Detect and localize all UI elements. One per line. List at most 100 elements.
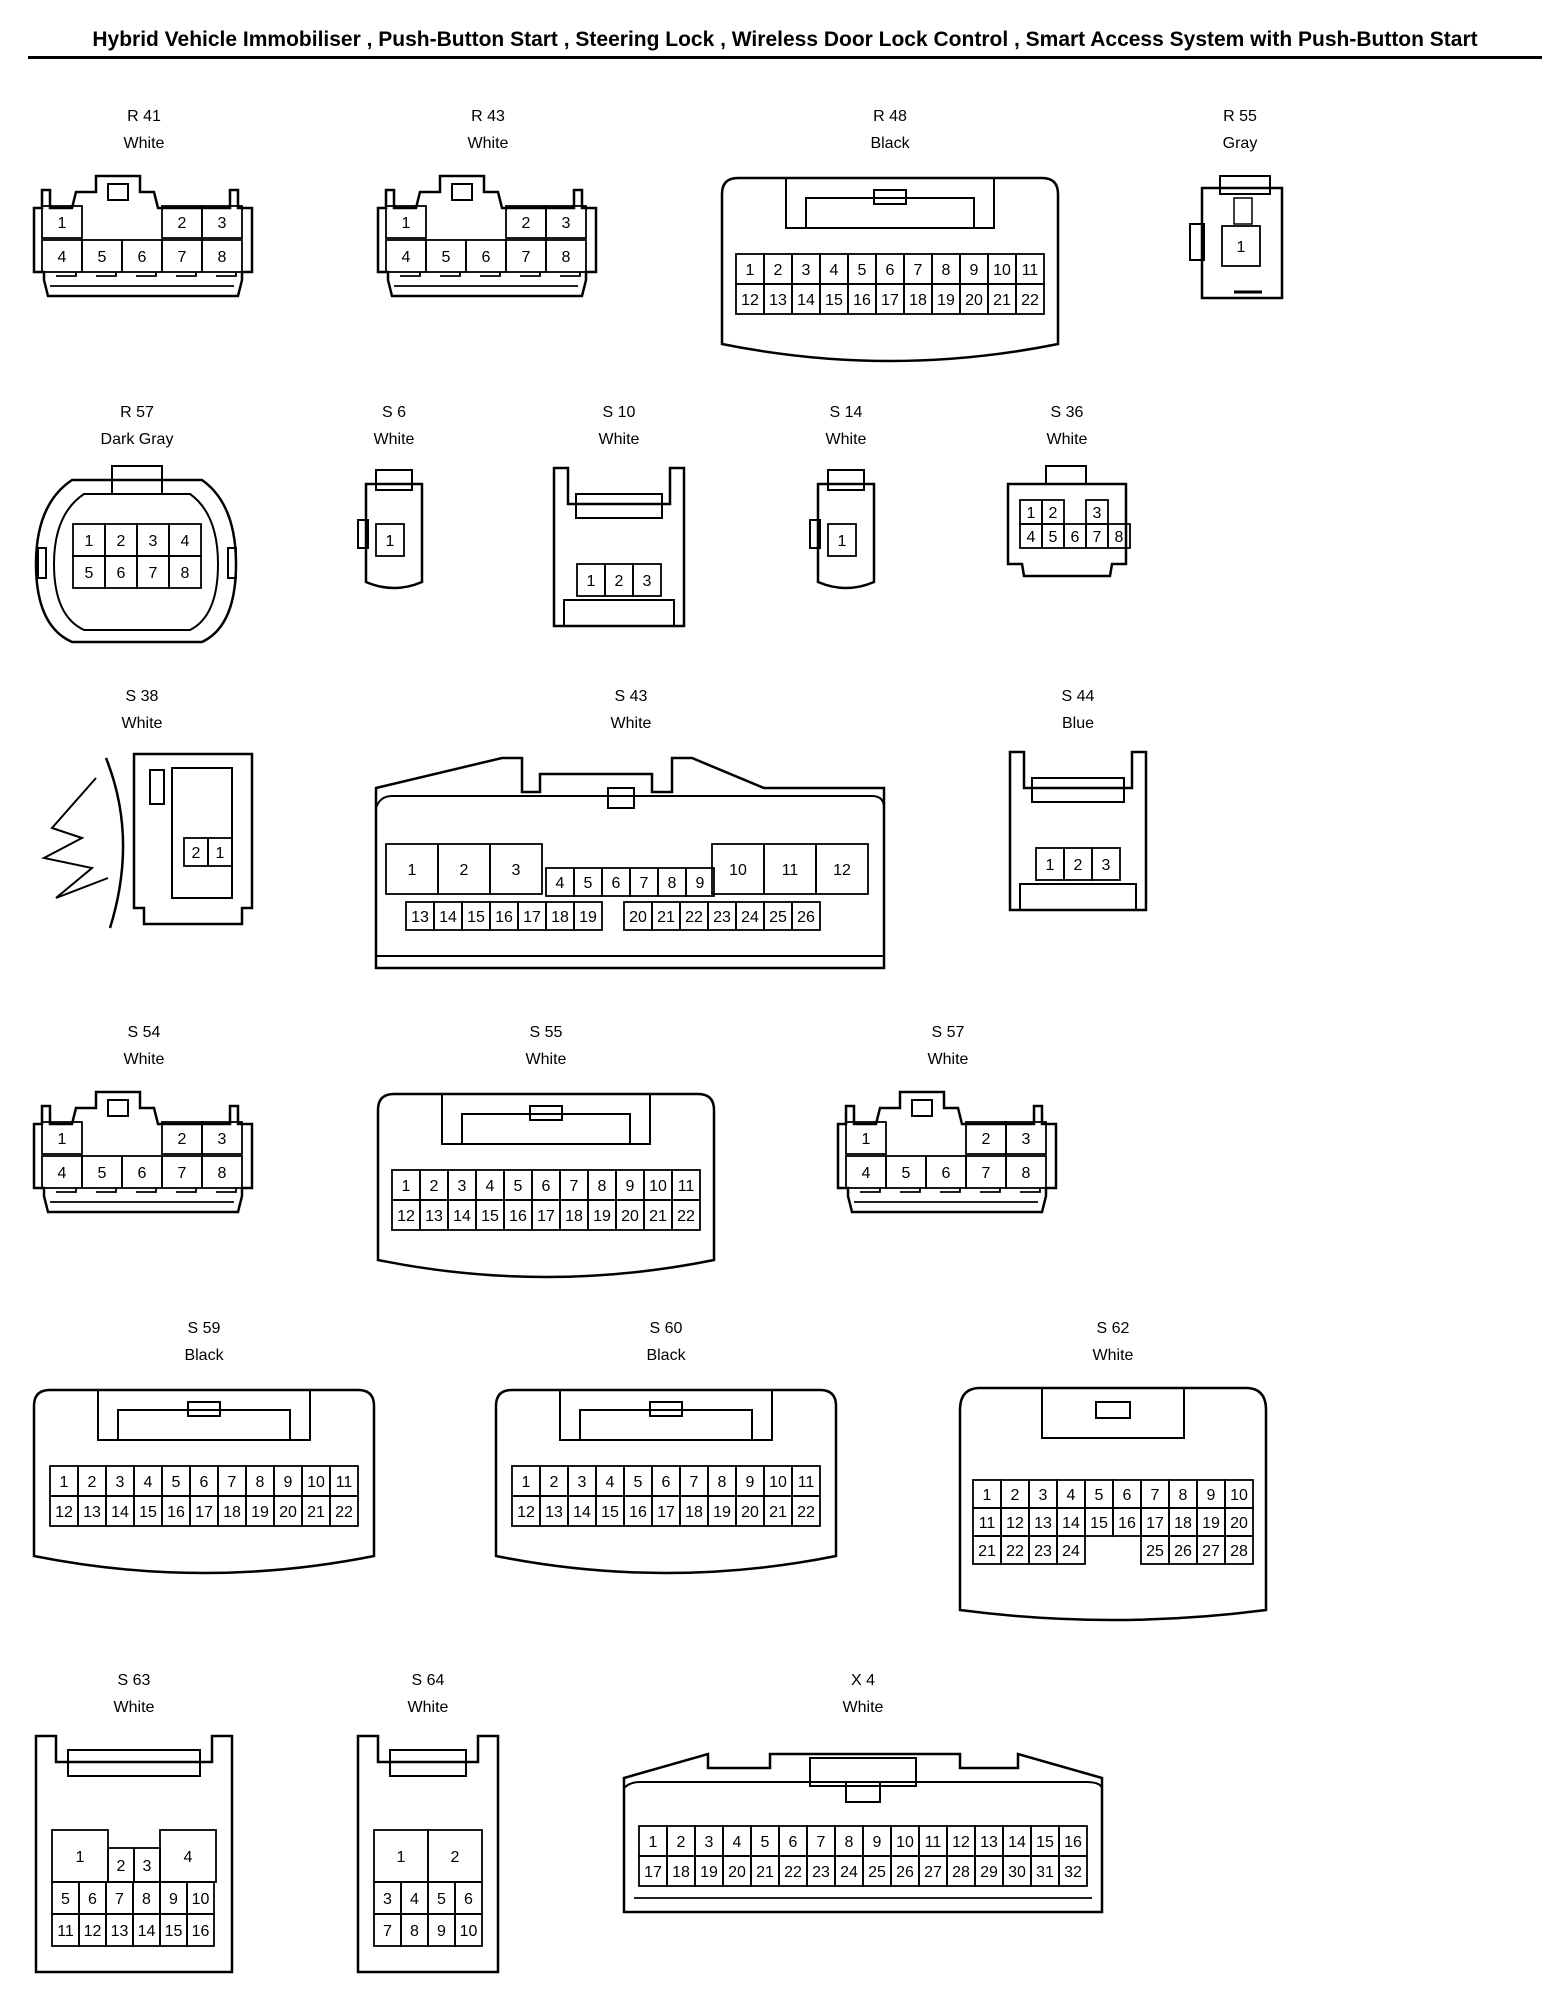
connector-code: S 59: [187, 1320, 221, 1337]
connector-color: Gray: [1222, 135, 1258, 152]
pin-number: 22: [1021, 292, 1039, 309]
pin-cell: [1058, 1855, 1088, 1887]
pin-cell: [791, 1495, 821, 1527]
pin-number: 7: [570, 1178, 579, 1195]
pin-number: 12: [741, 292, 759, 309]
pin-number: 29: [980, 1864, 998, 1881]
pin-number: 10: [192, 1891, 210, 1908]
connector-outline: [958, 1386, 1268, 1622]
connector-code: S 62: [1096, 1320, 1130, 1337]
pin-number: 7: [115, 1891, 124, 1908]
pin-number: 6: [662, 1474, 671, 1491]
pin-number: 9: [696, 875, 705, 892]
pin-number: 20: [728, 1864, 746, 1881]
connector-outline: [375, 795, 885, 809]
pin-number: 13: [83, 1504, 101, 1521]
connector-outline: [389, 1749, 467, 1777]
connector-outline: [34, 478, 238, 644]
pin-number: 12: [952, 1834, 970, 1851]
connector-outline: [1233, 197, 1253, 225]
pin-number: 7: [982, 1165, 991, 1182]
pin-number: 22: [1006, 1543, 1024, 1560]
connector-s14: S 14 White 1: [798, 404, 894, 624]
pin-number: 5: [98, 1165, 107, 1182]
connector-outline: [1020, 1188, 1041, 1193]
pin-number: 16: [1064, 1834, 1082, 1851]
connector-outline: [1006, 482, 1128, 578]
pin-number: 1: [862, 1131, 871, 1148]
pin-number: 6: [117, 565, 126, 582]
pin-number: 10: [993, 262, 1011, 279]
pin-number: 17: [1146, 1515, 1164, 1532]
pin-number: 16: [629, 1504, 647, 1521]
pin-cell: [545, 239, 587, 273]
pin-number: 12: [517, 1504, 535, 1521]
connector-outline: [860, 1188, 881, 1193]
pin-number: 9: [1207, 1487, 1216, 1504]
pin-number: 3: [149, 533, 158, 550]
pin-number: 24: [1062, 1543, 1080, 1560]
pin-cell: [685, 867, 715, 897]
pin-number: 18: [909, 292, 927, 309]
pin-number: 5: [858, 262, 867, 279]
pin-number: 8: [218, 249, 227, 266]
pin-number: 3: [1022, 1131, 1031, 1148]
pin-number: 16: [509, 1208, 527, 1225]
pin-number: 9: [970, 262, 979, 279]
pin-number: 31: [1036, 1864, 1054, 1881]
pin-number: 2: [1011, 1487, 1020, 1504]
connector-outline: [187, 1401, 221, 1417]
pin-cell: [1091, 847, 1121, 881]
pin-number: 14: [138, 1923, 156, 1940]
pin-number: 5: [514, 1178, 523, 1195]
connector-outline: [136, 1188, 157, 1193]
pin-number: 8: [562, 249, 571, 266]
pin-number: 22: [797, 1504, 815, 1521]
pin-number: 3: [143, 1858, 152, 1875]
connector-outline: [940, 1188, 961, 1193]
pin-number: 14: [453, 1208, 471, 1225]
pin-number: 4: [402, 249, 411, 266]
connector-outline: [1041, 1388, 1185, 1439]
pin-number: 6: [138, 1165, 147, 1182]
pin-number: 3: [562, 215, 571, 232]
pin-number: 21: [993, 292, 1011, 309]
pin-cell: [41, 205, 83, 239]
connector-outline: [563, 599, 675, 627]
pin-number: 2: [460, 862, 469, 879]
connector-outline: [720, 176, 1060, 363]
pin-number: 6: [138, 249, 147, 266]
pin-number: 1: [402, 1178, 411, 1195]
pin-number: 12: [84, 1923, 102, 1940]
pin-number: 4: [58, 249, 67, 266]
connector-outline: [1189, 223, 1205, 261]
connector-color: White: [113, 1699, 155, 1716]
pin-number: 15: [467, 909, 485, 926]
pin-number: 1: [216, 845, 225, 862]
pin-cell: [186, 1913, 215, 1947]
pin-number: 13: [1034, 1515, 1052, 1532]
pin-number: 18: [1174, 1515, 1192, 1532]
pin-number: 15: [1036, 1834, 1054, 1851]
connector-outline: [579, 1409, 753, 1440]
pin-number: 10: [729, 862, 747, 879]
pin-number: 17: [657, 1504, 675, 1521]
pin-number: 20: [279, 1504, 297, 1521]
pin-number: 11: [979, 1515, 996, 1532]
connector-outline: [34, 1734, 234, 1974]
pin-cell: [827, 523, 857, 557]
pin-number: 7: [178, 249, 187, 266]
connector-outline: [1219, 175, 1271, 195]
pin-cell: [489, 843, 543, 895]
connector-color: White: [407, 1699, 449, 1716]
pin-number: 6: [886, 262, 895, 279]
pin-number: 16: [1118, 1515, 1136, 1532]
connector-color: White: [1092, 1347, 1134, 1364]
